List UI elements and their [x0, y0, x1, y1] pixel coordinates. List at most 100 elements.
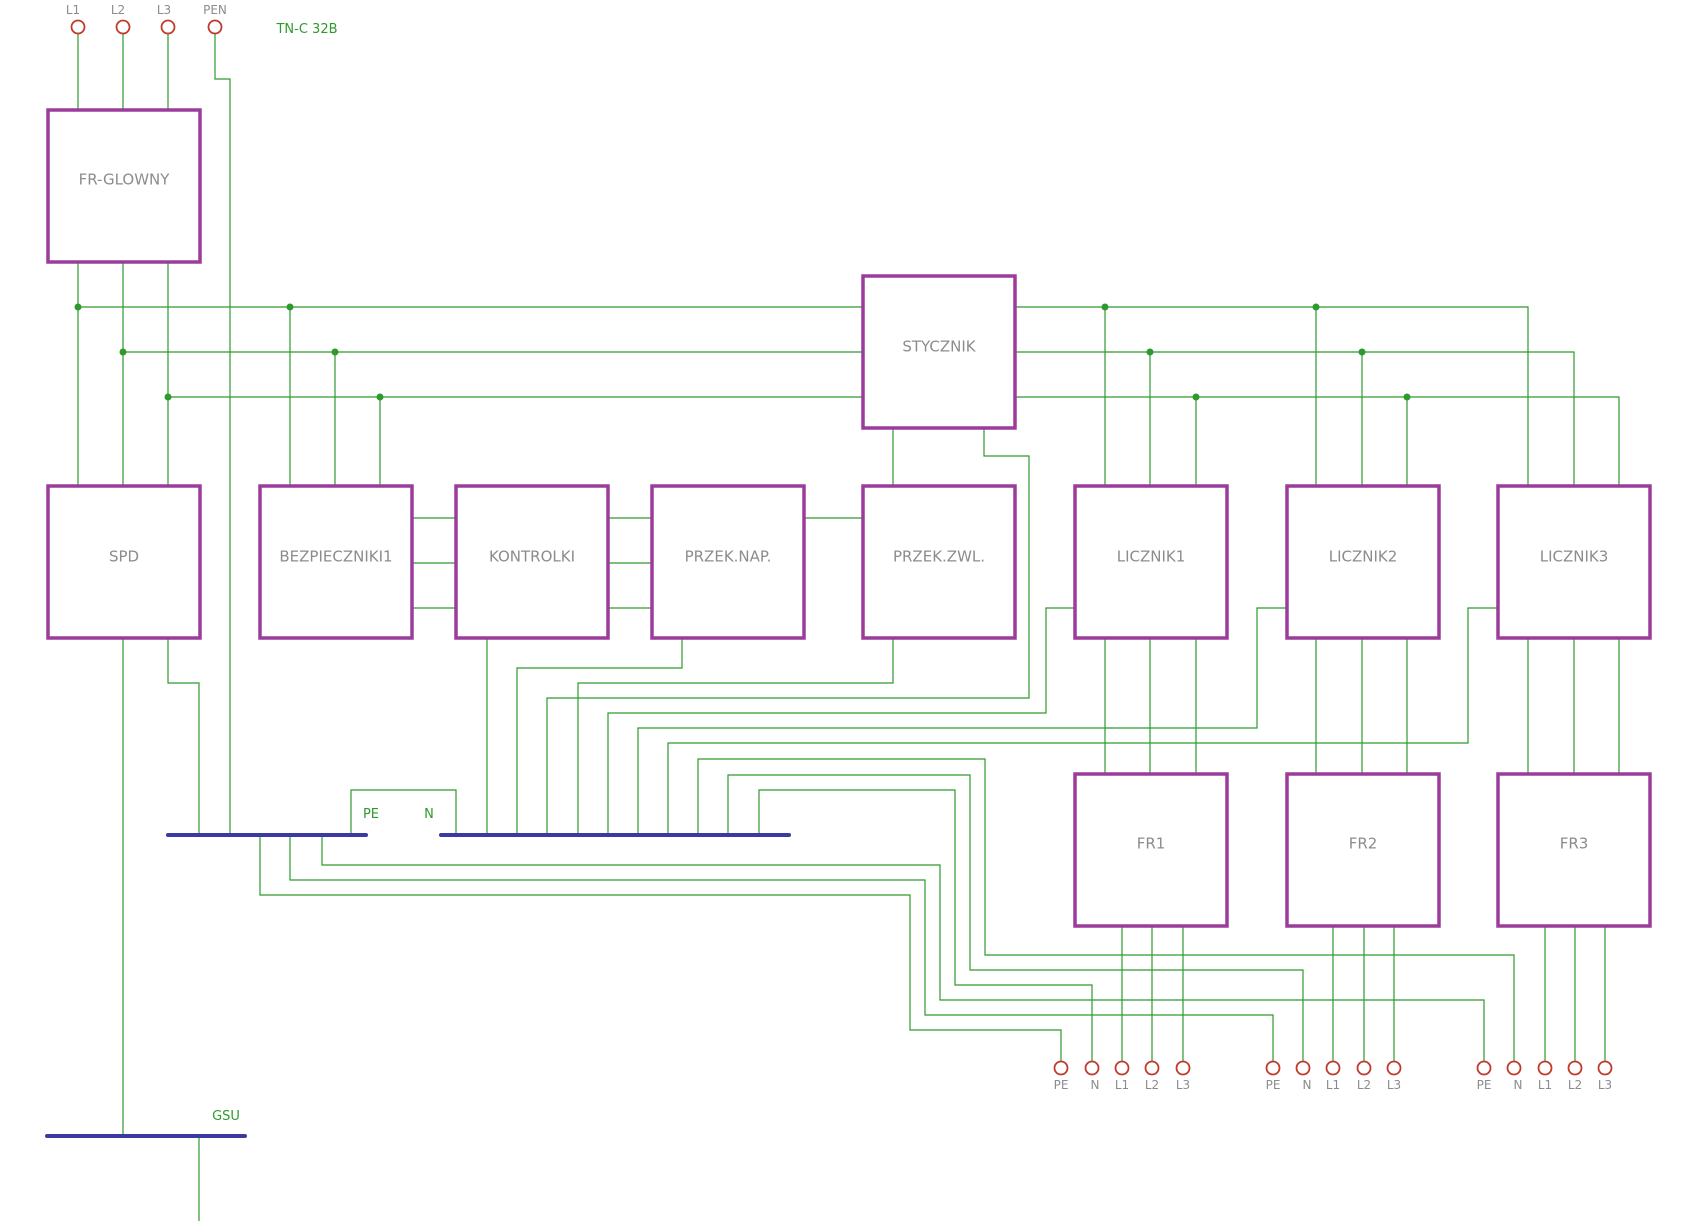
- pe-bus-label: PE: [363, 807, 379, 822]
- block-label: FR3: [1560, 835, 1589, 853]
- bezpieczniki-feed: [289, 307, 381, 486]
- block-spd[interactable]: SPD: [46, 484, 202, 640]
- block-licznik2[interactable]: LICZNIK2: [1285, 484, 1441, 640]
- supply-label-l3: L3: [157, 3, 171, 17]
- przekzwl-to-n: [577, 638, 894, 835]
- output-terminal-n[interactable]: [1295, 1060, 1311, 1076]
- n-bus-label: N: [424, 807, 434, 822]
- block-kontrolki[interactable]: KONTROLKI: [454, 484, 610, 640]
- junction-dot: [1146, 348, 1154, 356]
- fr2-to-out: [1332, 926, 1395, 1068]
- block-label: KONTROLKI: [489, 548, 575, 566]
- output-terminal-n[interactable]: [1084, 1060, 1100, 1076]
- output-label: PE: [1266, 1078, 1281, 1092]
- junction-dot: [164, 393, 172, 401]
- output-terminal-pe[interactable]: [1476, 1060, 1492, 1076]
- output-terminal-l1[interactable]: [1325, 1060, 1341, 1076]
- block-bezpieczniki1[interactable]: BEZPIECZNIKI1: [258, 484, 414, 640]
- pen-wire: [214, 27, 231, 835]
- output-label: PE: [1054, 1078, 1069, 1092]
- output-terminal-n[interactable]: [1506, 1060, 1522, 1076]
- block-fr1[interactable]: FR1: [1073, 772, 1229, 928]
- output-terminal-pe[interactable]: [1265, 1060, 1281, 1076]
- block-label: LICZNIK1: [1117, 548, 1186, 566]
- junction-dot: [1192, 393, 1200, 401]
- przeknap-to-n: [516, 638, 683, 835]
- output-group-1: PE N L1 L2 L3: [1053, 1060, 1191, 1092]
- rail-l3-right: [1014, 396, 1620, 486]
- output-terminal-l3[interactable]: [1597, 1060, 1613, 1076]
- block-fr2[interactable]: FR2: [1285, 772, 1441, 928]
- output-terminal-l3[interactable]: [1175, 1060, 1191, 1076]
- block-label: LICZNIK3: [1540, 548, 1609, 566]
- licznik1-to-fr1: [1104, 638, 1197, 774]
- supply-label-l1: L1: [66, 3, 80, 17]
- output-terminal-l2[interactable]: [1144, 1060, 1160, 1076]
- block-licznik3[interactable]: LICZNIK3: [1496, 484, 1652, 640]
- fr1-to-out: [1121, 926, 1184, 1068]
- block-label: SPD: [109, 548, 139, 566]
- pe-to-out2: [289, 835, 1274, 1068]
- pe-to-out3: [321, 835, 1485, 1068]
- block-fr-glowny[interactable]: FR-GLOWNY: [46, 108, 202, 264]
- supply-terminals: L1 L2 L3 PEN: [66, 3, 227, 35]
- junction-dot: [1101, 303, 1109, 311]
- block-label: LICZNIK2: [1329, 548, 1398, 566]
- supply-label-pen: PEN: [203, 3, 227, 17]
- block-label: PRZEK.NAP.: [685, 548, 772, 566]
- output-group-3: PE N L1 L2 L3: [1476, 1060, 1613, 1092]
- junction-dot: [119, 348, 127, 356]
- output-label: PE: [1477, 1078, 1492, 1092]
- block-label: STYCZNIK: [902, 338, 976, 356]
- output-label: L2: [1357, 1078, 1371, 1092]
- block-licznik1[interactable]: LICZNIK1: [1073, 484, 1229, 640]
- output-terminal-pe[interactable]: [1053, 1060, 1069, 1076]
- output-terminal-l1[interactable]: [1114, 1060, 1130, 1076]
- n-to-out3: [697, 758, 1515, 1068]
- junction-dot: [1312, 303, 1320, 311]
- stycznik-return: [546, 428, 1030, 835]
- junction-dot: [74, 303, 82, 311]
- licznik2-feed: [1315, 307, 1408, 486]
- output-label: L1: [1115, 1078, 1129, 1092]
- fr3-to-out: [1544, 926, 1606, 1068]
- block-przek-zwl[interactable]: PRZEK.ZWL.: [861, 484, 1017, 640]
- block-label: BEZPIECZNIKI1: [279, 548, 392, 566]
- block-przek-nap[interactable]: PRZEK.NAP.: [650, 484, 806, 640]
- licznik1-feed: [1104, 307, 1197, 486]
- rail-l1-right: [1014, 306, 1529, 486]
- output-label: L3: [1387, 1078, 1401, 1092]
- junction-dot: [331, 348, 339, 356]
- block-label: FR2: [1349, 835, 1378, 853]
- output-label: L2: [1568, 1078, 1582, 1092]
- wires: [77, 27, 1620, 1221]
- supply-wires: [77, 27, 169, 110]
- block-label: FR-GLOWNY: [79, 171, 171, 189]
- supply-terminal-l3[interactable]: [160, 19, 176, 35]
- block-label: PRZEK.ZWL.: [893, 548, 985, 566]
- supply-terminal-l1[interactable]: [70, 19, 86, 35]
- spd-to-pe: [167, 638, 200, 835]
- pe-to-out1: [259, 835, 1062, 1068]
- output-terminal-l3[interactable]: [1386, 1060, 1402, 1076]
- supply-terminal-l2[interactable]: [115, 19, 131, 35]
- output-label: N: [1303, 1078, 1312, 1092]
- output-terminal-l2[interactable]: [1356, 1060, 1372, 1076]
- supply-terminal-pen[interactable]: [207, 19, 223, 35]
- junction-dot: [1403, 393, 1411, 401]
- output-terminal-l2[interactable]: [1567, 1060, 1583, 1076]
- block-stycznik[interactable]: STYCZNIK: [861, 274, 1017, 430]
- output-label: L1: [1326, 1078, 1340, 1092]
- main-to-spd-wires: [77, 262, 169, 486]
- output-group-2: PE N L1 L2 L3: [1265, 1060, 1402, 1092]
- junction-dot: [376, 393, 384, 401]
- junction-dot: [1358, 348, 1366, 356]
- output-label: L1: [1538, 1078, 1552, 1092]
- licznik3-to-fr3: [1527, 638, 1620, 774]
- block-fr3[interactable]: FR3: [1496, 772, 1652, 928]
- pe-n-bridge: [350, 789, 457, 835]
- junction-dot: [286, 303, 294, 311]
- output-label: L3: [1598, 1078, 1612, 1092]
- output-terminal-l1[interactable]: [1537, 1060, 1553, 1076]
